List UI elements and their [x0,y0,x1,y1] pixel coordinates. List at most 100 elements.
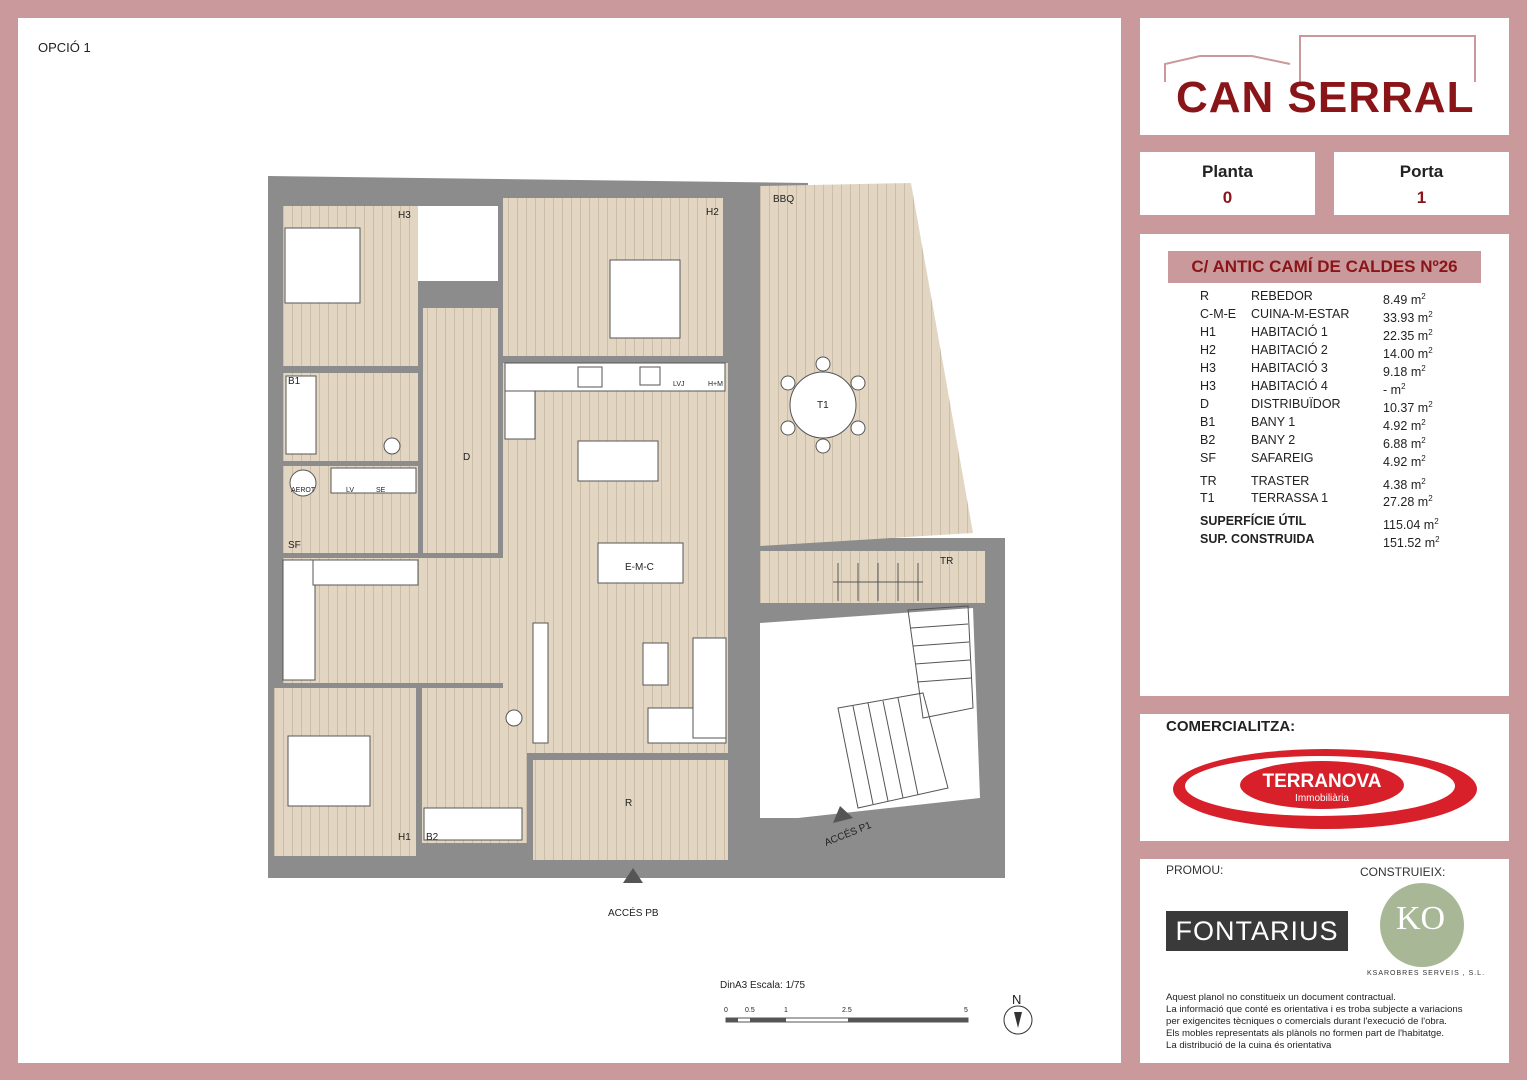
roof-outline-icon [1164,35,1476,82]
total-label: SUPERFÍCIE ÚTIL [1200,514,1307,529]
ko-mark: KO [1396,900,1445,937]
label-d: D [463,452,470,463]
area-unit-exp: 2 [1421,435,1426,445]
label-h2: H2 [706,207,719,218]
area-name: BANY 2 [1251,432,1296,447]
area-unit-exp: 2 [1428,494,1433,504]
disclaimer-line: Aquest planol no constitueix un document… [1166,992,1396,1003]
label-b1: B1 [288,376,301,387]
label-aerot: AEROT [291,487,316,494]
area-name: CUINA-M-ESTAR [1251,306,1350,321]
area-value: 8.49 m2 [1383,290,1440,308]
room-r-floor [533,760,728,860]
label-tr: TR [940,556,953,567]
area-number: 27.28 [1383,495,1415,510]
table-row: TR TRASTER 4.38 m2 [1200,470,1440,493]
area-unit-exp: 2 [1428,309,1433,319]
floor-plan-panel: OPCIÓ 1 [18,18,1121,1063]
area-number: 8.49 [1383,293,1408,308]
area-number: 4.38 [1383,477,1408,492]
scale-text: DinA3 Escala: 1/75 [720,980,805,991]
fontarius-logo: FONTARIUS [1166,911,1348,951]
area-value: 10.37 m2 [1383,398,1440,416]
area-code: T1 [1200,491,1215,506]
area-value: 4.38 m2 [1383,470,1440,493]
sink [639,366,661,386]
area-name: HABITACIÓ 3 [1251,360,1328,375]
north-label: N [1012,992,1021,1007]
disclaimer: Aquest planol no constitueix un document… [1166,992,1463,1052]
area-unit-exp: 2 [1428,345,1433,355]
promo-box: PROMOU: CONSTRUIEIX: FONTARIUS KO KSAROB… [1140,859,1509,1063]
porta-value: 1 [1416,188,1427,207]
area-value: 6.88 m2 [1383,434,1440,452]
kitchen-return [504,390,536,440]
scale-tick-5: 5 [964,1007,968,1014]
area-code: H2 [1200,342,1216,357]
option-label: OPCIÓ 1 [38,40,91,55]
area-value: - m2 [1383,380,1440,398]
label-lvj: LVJ [673,381,685,388]
area-code: B1 [1200,414,1216,429]
washbasin-b2 [505,709,523,727]
room-h3-bath-floor [418,206,498,281]
area-unit-exp: 2 [1401,381,1406,391]
kitchen-counter [504,362,726,392]
area-unit: m [1423,518,1435,533]
area-code: SF [1200,450,1216,465]
access-p1-arrow [833,806,853,823]
ko-logo: KO [1380,883,1464,967]
promou-label: PROMOU: [1166,863,1224,877]
area-unit: m [1410,364,1422,379]
area-name: TRASTER [1251,473,1310,488]
total-label: SUP. CONSTRUIDA [1200,532,1315,547]
area-unit-exp: 2 [1428,327,1433,337]
dining-table [597,542,684,584]
access-pb-label: ACCÉS PB [608,906,659,919]
disclaimer-line: Els mobles representats als plànols no f… [1166,1028,1445,1039]
laundry-counter [330,467,417,494]
area-code: TR [1200,473,1217,488]
terranova-logo: TERRANOVA Immobiliària [1173,749,1477,829]
room-tr-floor [760,551,985,603]
area-unit: m [1410,293,1422,308]
area-value: 33.93 m2 [1383,308,1440,326]
area-number: 4.92 [1383,454,1408,469]
area-name: DISTRIBUÏDOR [1251,396,1341,411]
area-unit: m [1417,400,1429,415]
table-row: H3 HABITACIÓ 4 - m2 [1200,378,1440,398]
area-unit: m [1410,477,1422,492]
kitchen-island [577,440,659,482]
area-unit: m [1417,495,1429,510]
terrace-chairs [780,356,866,454]
label-b2: B2 [426,832,439,843]
area-unit-exp: 2 [1428,399,1433,409]
label-lv: LV [346,487,354,494]
area-number: 10.37 [1383,400,1415,415]
label-t1: T1 [817,400,829,411]
scale-tick-0-5: 0.5 [745,1007,755,1014]
area-unit: m [1424,536,1436,551]
bed-h3 [284,227,361,304]
area-name: HABITACIÓ 1 [1251,324,1328,339]
area-name: HABITACIÓ 2 [1251,342,1328,357]
disclaimer-line: per exigencites tècniques o comercials d… [1166,1016,1447,1027]
scale-tick-2-5: 2.5 [842,1007,852,1014]
area-unit: m [1417,329,1429,344]
area-value: 4.92 m2 [1383,416,1440,434]
area-name: HABITACIÓ 4 [1251,378,1328,393]
area-number: 9.18 [1383,364,1408,379]
label-hm: H+M [708,381,723,388]
area-unit: m [1417,347,1429,362]
area-code: H3 [1200,378,1216,393]
